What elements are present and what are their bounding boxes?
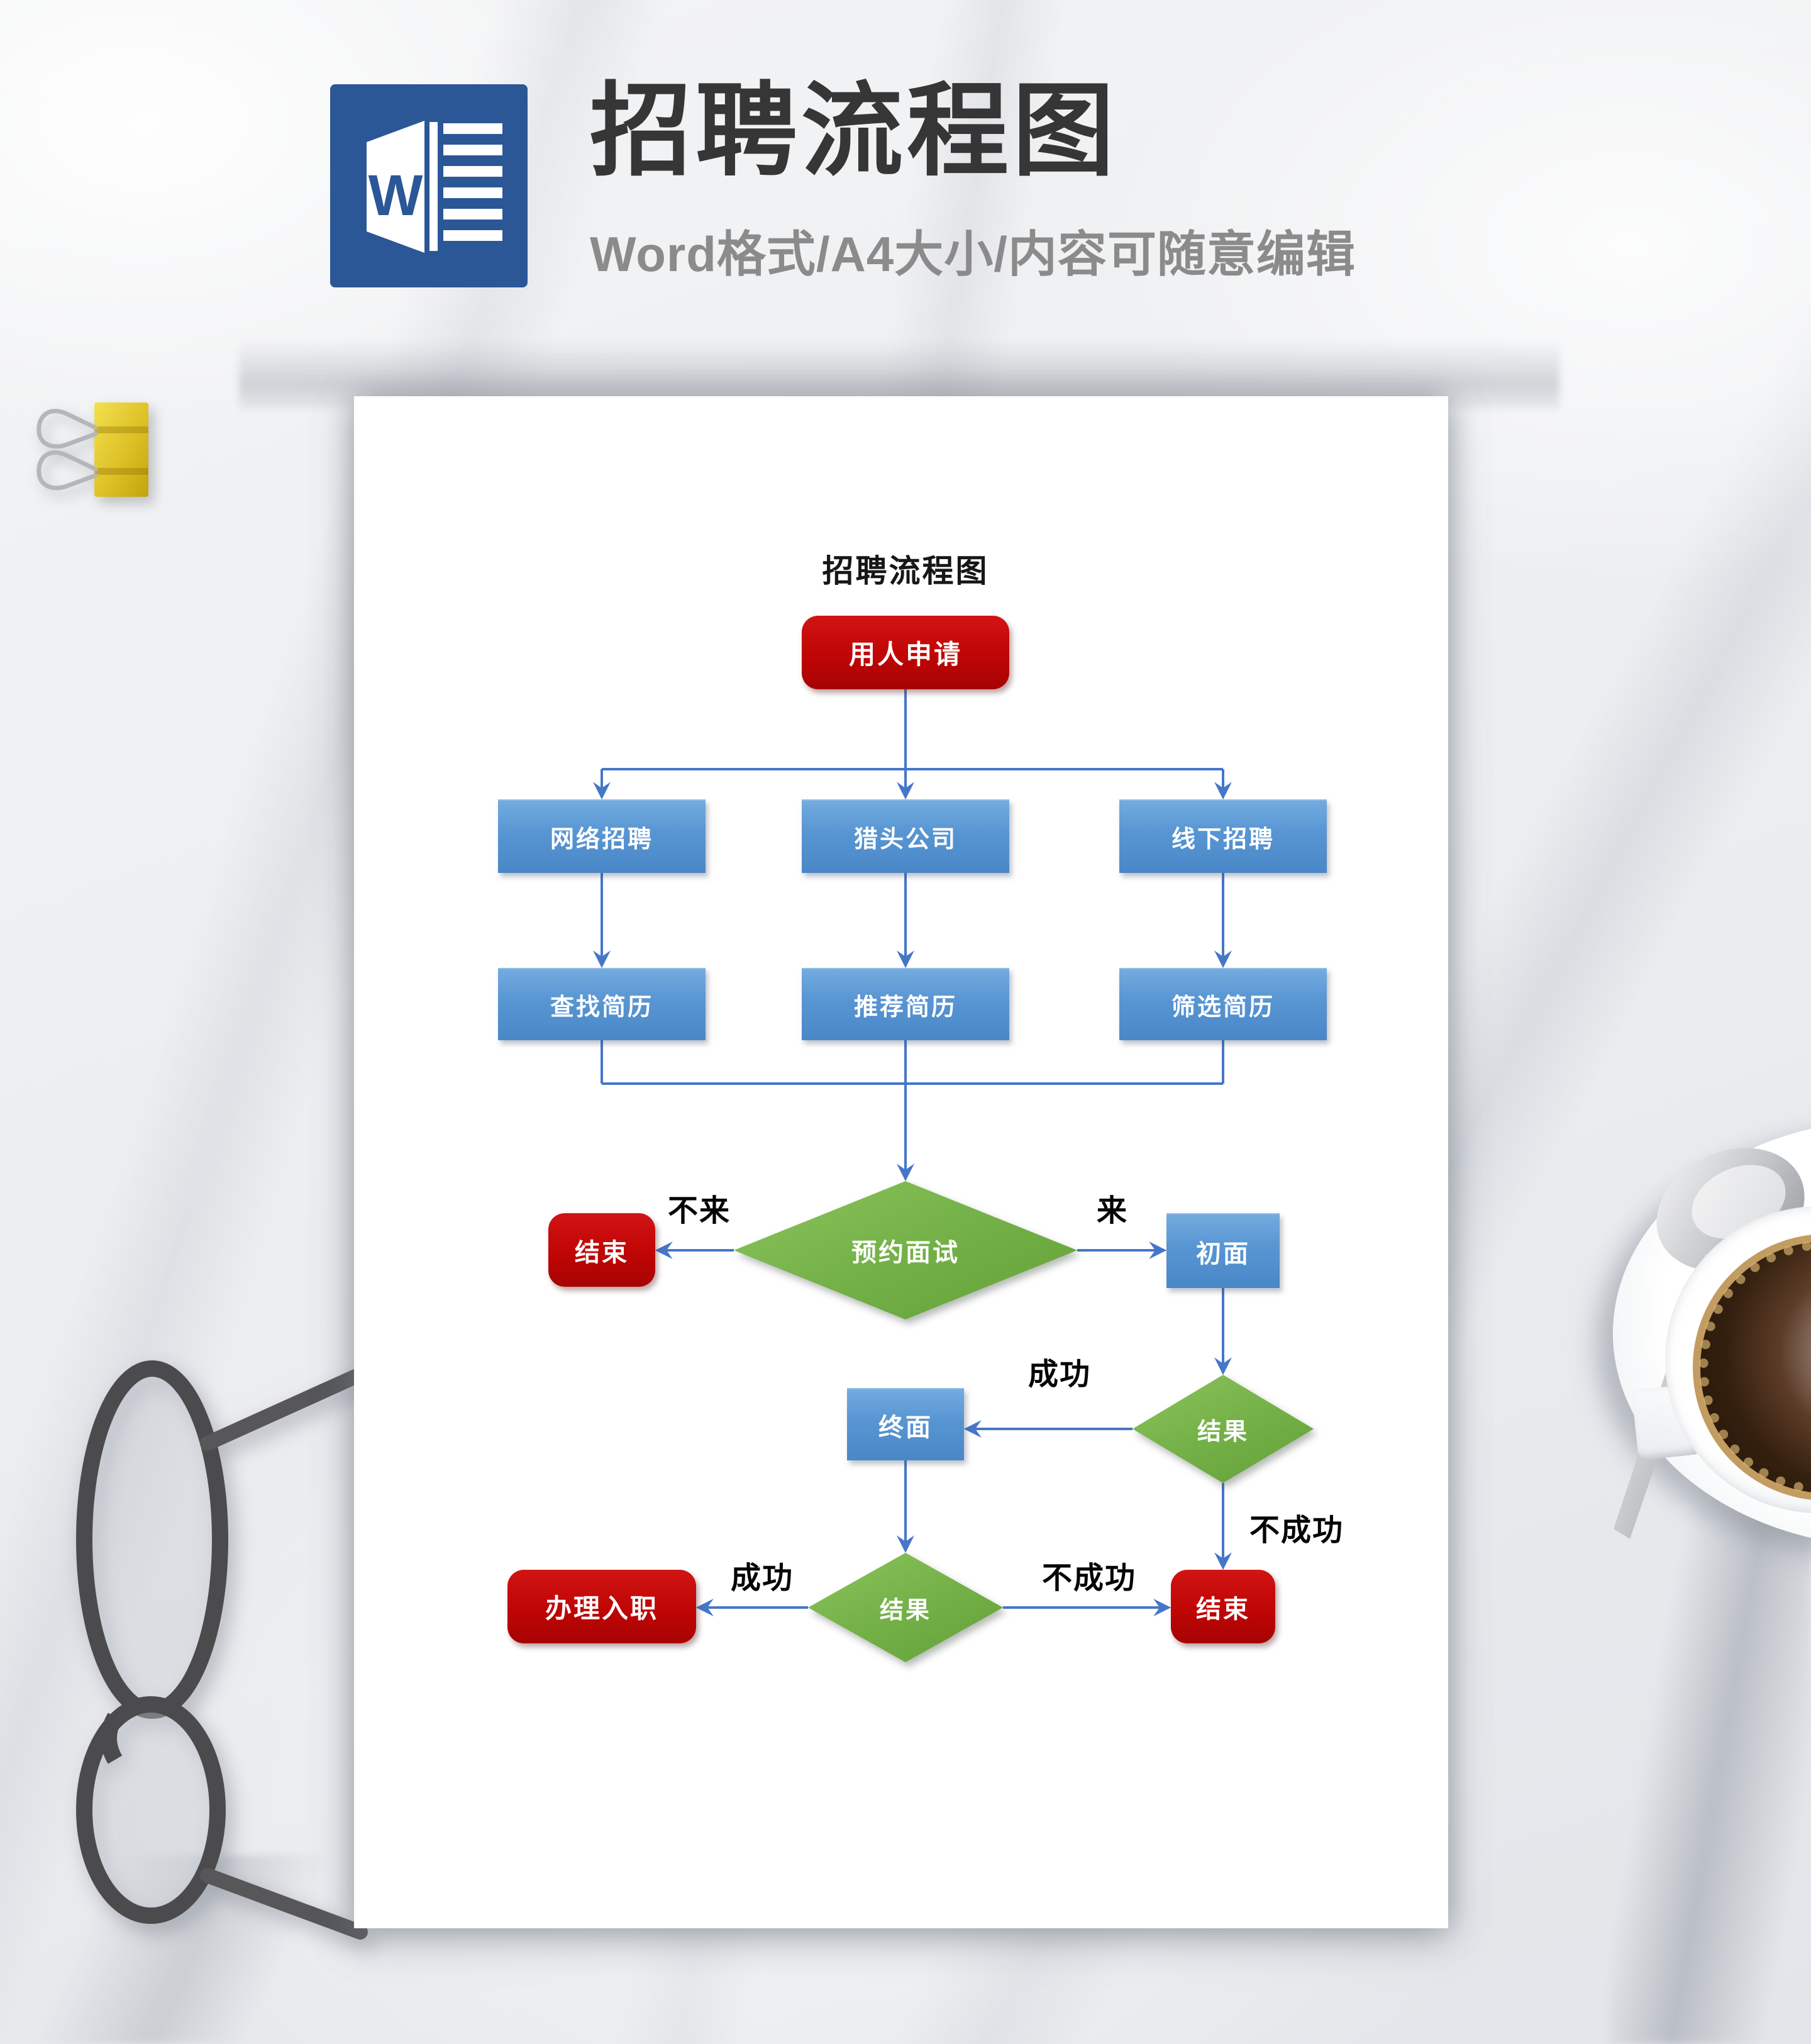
node-label: 结束 [575,1238,629,1267]
node-label: 筛选简历 [1171,994,1275,1021]
edge-label-fail-2: 不成功 [1041,1562,1137,1595]
node-result-2: 结果 [808,1553,1003,1662]
header-subtitle: Word格式/A4大小/内容可随意编辑 [590,226,1356,282]
word-icon-background [330,84,528,287]
flowchart-connectors [593,689,1232,1616]
node-label: 用人申请 [848,640,962,669]
flowchart-title: 招聘流程图 [822,553,989,589]
node-end-final: 结束 [1171,1570,1275,1643]
node-label: 预约面试 [851,1239,960,1267]
word-icon: W [330,84,528,287]
eyeglasses [76,1360,368,1940]
node-search-resume: 查找简历 [498,968,706,1040]
node-label: 结束 [1196,1595,1250,1623]
node-final-interview: 终面 [847,1388,964,1460]
node-recommend-resume: 推荐简历 [802,968,1009,1040]
node-onboarding: 办理入职 [507,1570,696,1643]
diamond-shape: 结果 [1133,1375,1314,1483]
diamond-shape: 预约面试 [734,1181,1077,1319]
word-icon-page [367,121,424,253]
node-offline-recruit: 线下招聘 [1119,799,1327,873]
node-label: 查找简历 [550,994,653,1021]
word-icon-text-lines [443,123,502,241]
binder-clip [36,403,148,497]
node-schedule-interview: 预约面试 [734,1181,1077,1319]
word-icon-spine [429,122,438,251]
edge-label-success-2: 成功 [730,1562,794,1595]
node-label: 线下招聘 [1171,826,1275,853]
binder-clip-body [94,403,148,497]
node-label: 猎头公司 [853,826,957,853]
edge-label-success-1: 成功 [1027,1358,1092,1391]
eyeglasses-bridge [101,1713,123,1764]
node-label: 网络招聘 [550,826,653,853]
word-icon-letter: W [368,164,423,228]
node-label: 推荐简历 [853,994,957,1021]
node-screen-resume: 筛选简历 [1119,968,1327,1040]
coffee-cup [1534,1082,1811,1585]
node-label: 结果 [1197,1418,1249,1445]
eyeglasses-lens-top [76,1360,228,1719]
binder-clip-wires [36,409,98,491]
document-page: 招聘流程图 [354,396,1448,1928]
eyeglasses-temples [200,1369,368,1940]
node-label: 终面 [878,1413,933,1441]
edge-label-show-up: 来 [1096,1194,1129,1228]
node-result-1: 结果 [1133,1375,1314,1483]
edge-label-fail-1: 不成功 [1249,1514,1344,1547]
diamond-shape: 结果 [808,1553,1003,1662]
node-end-no-show: 结束 [548,1213,655,1287]
header-title: 招聘流程图 [590,74,1118,188]
node-label: 初面 [1196,1240,1250,1268]
node-online-recruit: 网络招聘 [498,799,706,873]
node-label: 办理入职 [545,1594,658,1623]
node-apply: 用人申请 [802,616,1009,689]
node-headhunter: 猎头公司 [802,799,1009,873]
node-first-interview: 初面 [1166,1213,1280,1288]
node-label: 结果 [879,1597,931,1624]
edge-label-no-show: 不来 [667,1194,731,1228]
